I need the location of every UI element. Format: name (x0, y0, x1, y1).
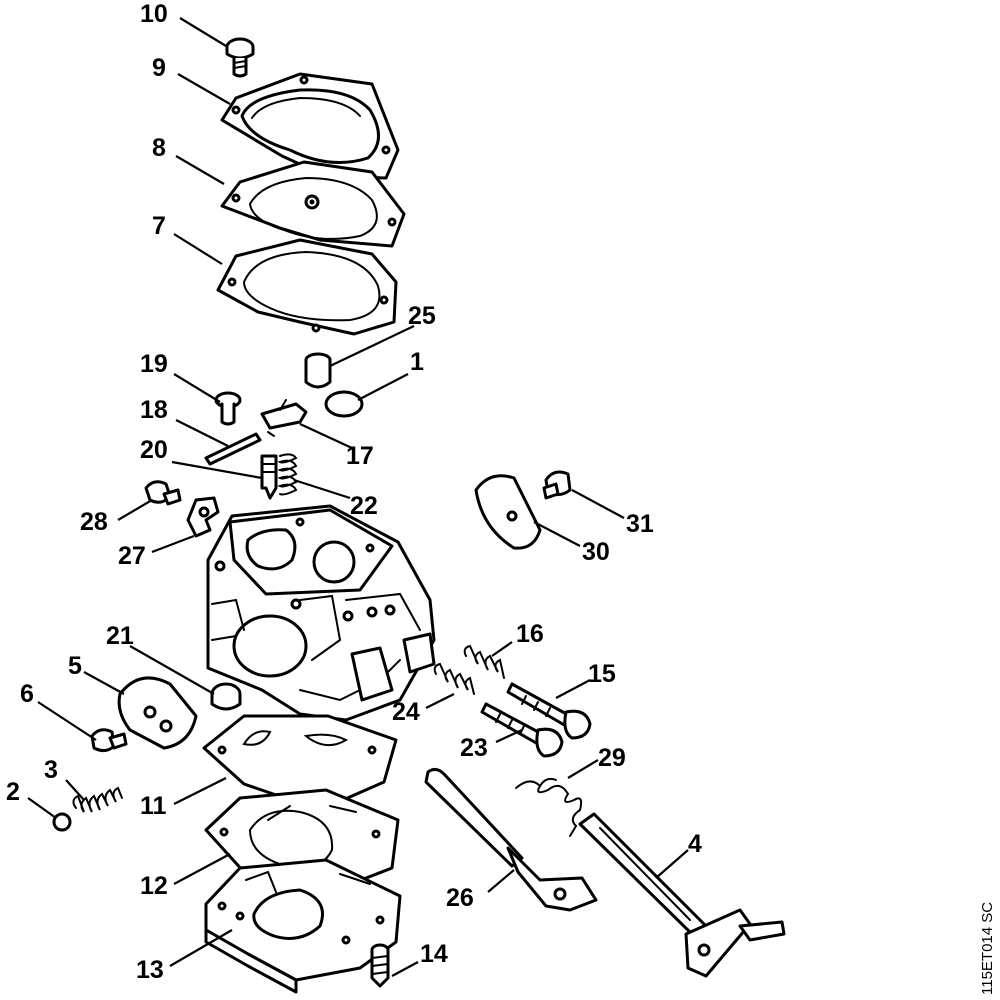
part-29-spring (515, 777, 583, 837)
part-13-end-cover (204, 858, 402, 994)
part-labels: 10 9 8 7 25 1 19 18 17 20 22 28 27 21 5 … (6, 0, 702, 984)
part-2-ball (52, 812, 72, 832)
part-6-screw (90, 728, 128, 753)
part-4-shaft (578, 812, 786, 978)
label-20: 20 (140, 436, 168, 464)
part-11-gasket (202, 714, 398, 812)
label-1: 1 (410, 348, 424, 376)
label-3: 3 (44, 756, 58, 784)
label-10: 10 (140, 0, 168, 28)
part-3-spring (72, 786, 123, 813)
label-18: 18 (140, 396, 168, 424)
part-27-clip (186, 496, 220, 538)
label-15: 15 (588, 660, 616, 688)
label-5: 5 (68, 652, 82, 680)
part-1-disc (324, 390, 364, 418)
drawing-code: 115ET014 SC (979, 902, 996, 995)
part-19-screw (214, 391, 242, 426)
label-8: 8 (152, 134, 166, 162)
part-26-shaft (424, 767, 598, 912)
label-26: 26 (446, 884, 474, 912)
label-16: 16 (516, 620, 544, 648)
label-28: 28 (80, 508, 108, 536)
part-31-screw (542, 470, 572, 500)
part-25-valve (304, 352, 332, 389)
part-7-gasket (216, 238, 398, 336)
label-19: 19 (140, 350, 168, 378)
label-9: 9 (152, 54, 166, 82)
label-31: 31 (626, 510, 654, 538)
label-4: 4 (688, 830, 702, 858)
part-18-pin (204, 432, 262, 466)
part-23-screw (480, 702, 564, 758)
label-11: 11 (140, 792, 167, 820)
label-30: 30 (582, 538, 610, 566)
carburetor-body (206, 504, 436, 722)
part-14-screw (370, 943, 390, 988)
part-22-spring (277, 453, 298, 496)
label-24: 24 (392, 698, 420, 726)
part-16-spring (463, 644, 505, 679)
part-28-screw (144, 480, 182, 506)
part-30-plate (474, 474, 542, 550)
label-27: 27 (118, 542, 146, 570)
leader-lines (27, 17, 689, 977)
part-15-screw (506, 682, 592, 740)
label-13: 13 (136, 956, 164, 984)
part-5-pump-cover (117, 676, 198, 750)
label-14: 14 (420, 940, 448, 968)
label-12: 12 (140, 872, 168, 900)
label-2: 2 (6, 778, 20, 806)
label-23: 23 (460, 734, 488, 762)
part-8-diaphragm (220, 160, 406, 248)
label-21: 21 (106, 622, 134, 650)
label-17: 17 (346, 442, 374, 470)
part-17-lever (260, 399, 308, 437)
part-24-spring (433, 662, 475, 695)
part-21-filter (210, 682, 242, 711)
label-29: 29 (598, 744, 626, 772)
label-7: 7 (152, 212, 166, 240)
label-22: 22 (350, 492, 378, 520)
label-25: 25 (408, 302, 436, 330)
part-9-cover (220, 72, 400, 180)
part-10-screw (225, 37, 255, 78)
part-20-needle (260, 454, 278, 500)
label-6: 6 (20, 680, 34, 708)
